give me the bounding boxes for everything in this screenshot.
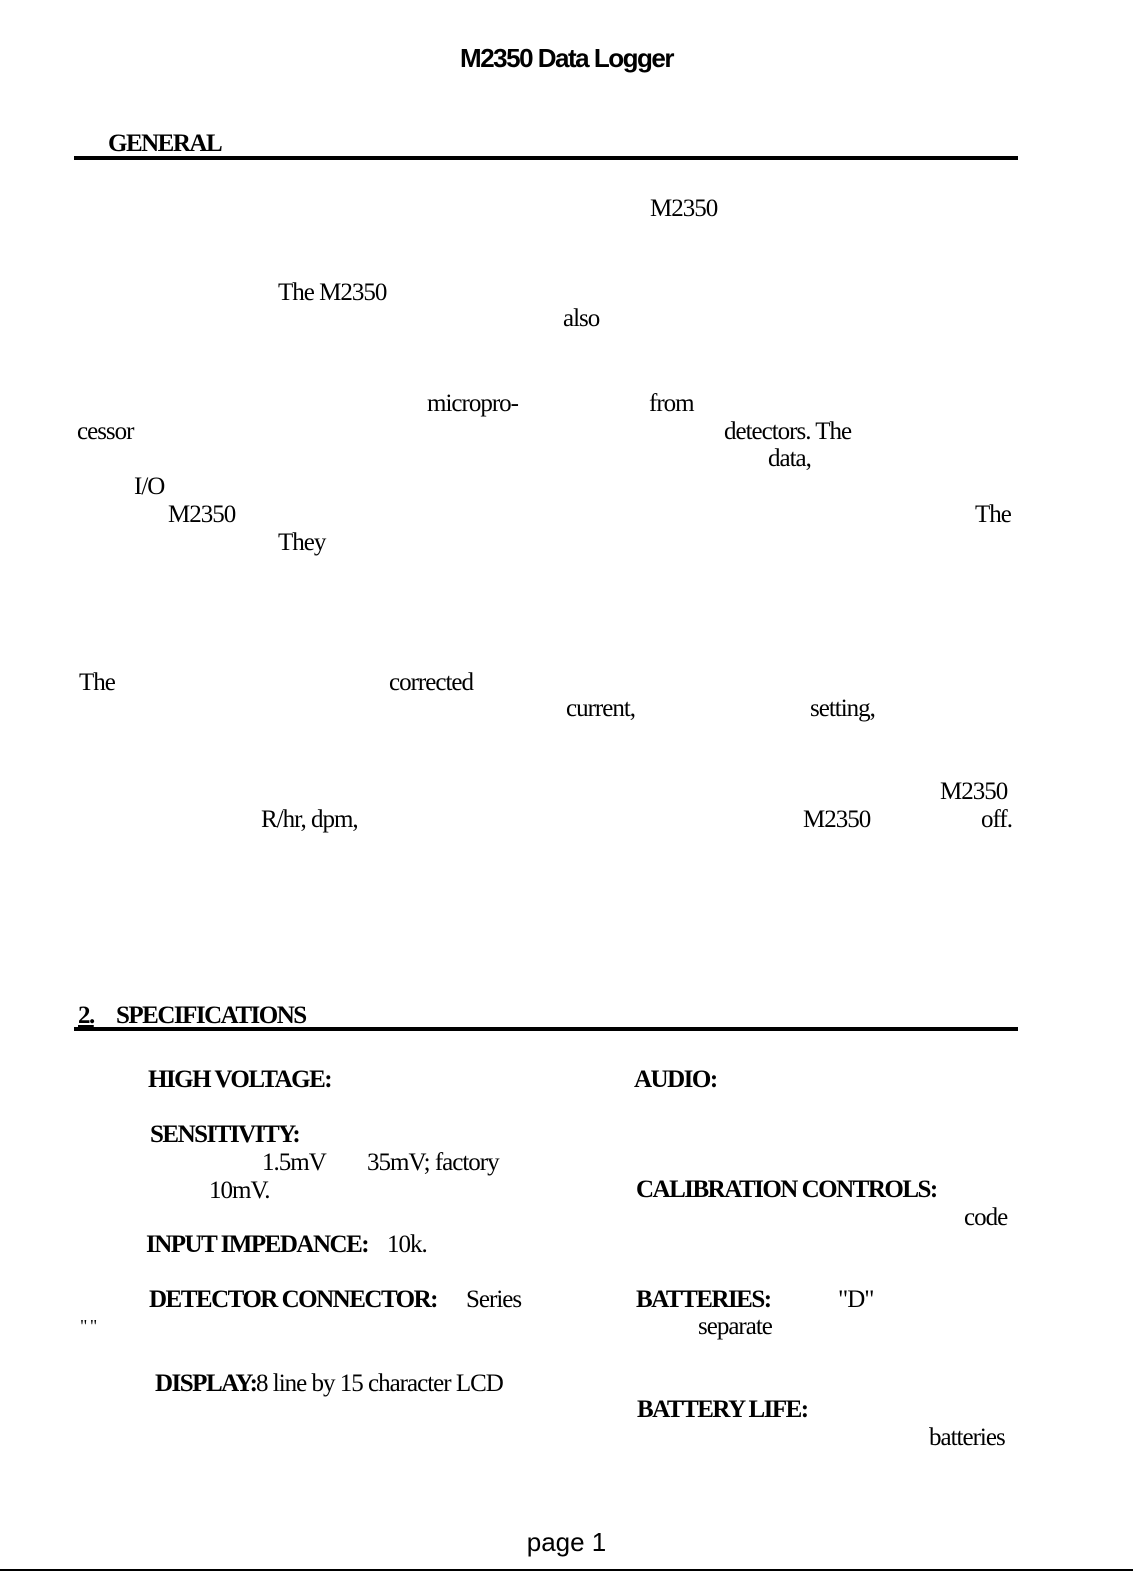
general-fragment: cessor xyxy=(77,418,134,445)
spec-display-value: 8 line by 15 character LCD xyxy=(256,1370,504,1397)
general-fragment: The xyxy=(975,501,1012,528)
general-fragment: from xyxy=(649,390,695,417)
spec-sensitivity-label: SENSITIVITY: xyxy=(150,1121,301,1148)
spec-detector-connector-label: DETECTOR CONNECTOR: xyxy=(149,1286,439,1313)
general-fragment: M2350 xyxy=(803,806,871,833)
spec-battery-life-label: BATTERY LIFE: xyxy=(637,1396,809,1423)
general-fragment: M2350 xyxy=(650,195,718,222)
spec-detector-connector-value: Series xyxy=(466,1286,522,1313)
spec-display-label: DISPLAY: xyxy=(155,1370,258,1397)
general-fragment: The M2350 xyxy=(278,279,387,306)
general-fragment: M2350 xyxy=(168,501,236,528)
general-fragment: setting, xyxy=(810,695,876,722)
page-title: M2350 Data Logger xyxy=(460,43,674,73)
general-fragment: M2350 xyxy=(940,778,1008,805)
spec-detector-connector-quotes: " " xyxy=(80,1316,97,1336)
general-fragment: also xyxy=(563,305,600,332)
general-fragment: micropro- xyxy=(427,390,519,417)
spec-high-voltage-label: HIGH VOLTAGE: xyxy=(148,1066,333,1093)
spec-calibration-value: code xyxy=(964,1204,1008,1231)
spec-input-impedance-value: 10k. xyxy=(387,1231,428,1258)
spec-input-impedance-label: INPUT IMPEDANCE: xyxy=(146,1231,370,1258)
general-fragment: corrected xyxy=(389,669,474,696)
general-fragment: They xyxy=(278,529,326,556)
section-number-specifications: 2. xyxy=(78,1002,95,1029)
page-bottom-edge xyxy=(0,1569,1133,1571)
spec-audio-label: AUDIO: xyxy=(634,1066,718,1093)
spec-sensitivity-value: 10mV. xyxy=(209,1177,271,1204)
section-rule-general xyxy=(74,156,1018,160)
section-heading-specifications: SPECIFICATIONS xyxy=(116,1002,307,1029)
spec-sensitivity-value: 1.5mV xyxy=(262,1149,327,1176)
general-fragment: data, xyxy=(768,445,812,472)
spec-calibration-label: CALIBRATION CONTROLS: xyxy=(636,1176,938,1203)
section-rule-specifications xyxy=(74,1027,1018,1031)
spec-sensitivity-value: 35mV; factory xyxy=(367,1149,500,1176)
spec-batteries-value: "D" xyxy=(838,1286,874,1313)
general-fragment: The xyxy=(79,669,116,696)
spec-battery-life-value: batteries xyxy=(929,1424,1006,1451)
section-heading-general: GENERAL xyxy=(108,130,223,157)
spec-batteries-label: BATTERIES: xyxy=(636,1286,772,1313)
general-fragment: off. xyxy=(981,806,1013,833)
page-number: page 1 xyxy=(526,1527,607,1557)
general-fragment: I/O xyxy=(134,473,165,500)
general-fragment: detectors. The xyxy=(724,418,852,445)
spec-batteries-value: separate xyxy=(698,1313,773,1340)
general-fragment: R/hr, dpm, xyxy=(261,806,359,833)
general-fragment: current, xyxy=(566,695,636,722)
